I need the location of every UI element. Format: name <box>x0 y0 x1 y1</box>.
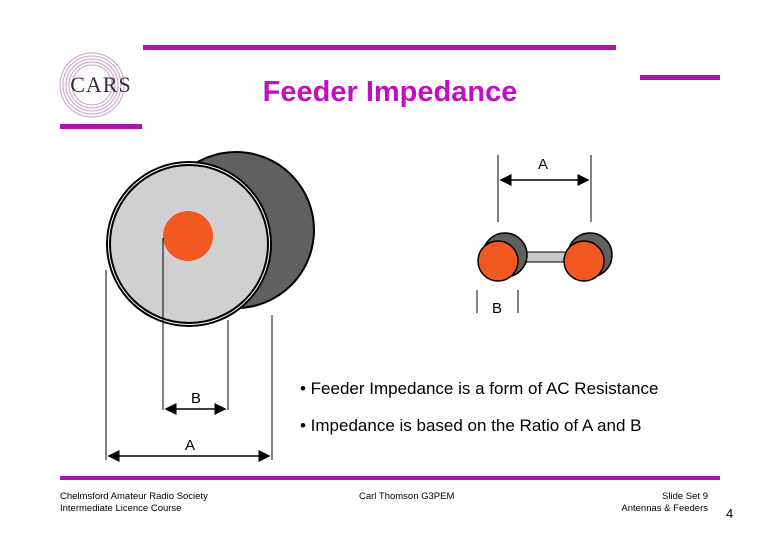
bullet-item: • Impedance is based on the Ratio of A a… <box>300 416 642 435</box>
logo-text: CARS <box>70 72 132 97</box>
twin-label-a: A <box>538 156 549 173</box>
footer-left: Chelmsford Amateur Radio Society Interme… <box>60 491 208 515</box>
page-number: 4 <box>726 506 734 521</box>
coax-label-b: B <box>191 390 202 407</box>
slide-title: Feeder Impedance <box>262 76 518 108</box>
footer-author: Carl Thomson G3PEM <box>359 491 455 502</box>
footer-course: Intermediate Licence Course <box>60 503 182 514</box>
twin-left-conductor <box>477 240 519 282</box>
coax-label-a: A <box>185 437 196 454</box>
footer-slide-set: Slide Set 9 <box>662 491 708 502</box>
coax-inner-conductor <box>163 211 213 261</box>
coax-cable-cross-section <box>105 151 315 462</box>
right-accent-bar <box>640 75 720 80</box>
footer-society: Chelmsford Amateur Radio Society <box>60 491 208 502</box>
bullet-item: • Feeder Impedance is a form of AC Resis… <box>300 379 659 398</box>
twin-right-conductor <box>563 240 605 282</box>
footer-topic: Antennas & Feeders <box>621 503 708 514</box>
top-accent-bar <box>143 45 616 50</box>
cars-logo: CARS <box>58 48 142 122</box>
twin-label-b: B <box>492 300 503 317</box>
footer-right: Slide Set 9 Antennas & Feeders <box>621 491 708 515</box>
logo-rings-icon <box>59 52 125 118</box>
footer-accent-bar <box>60 476 720 480</box>
twin-feeder-cross-section <box>476 155 613 313</box>
logo-accent-bar <box>60 124 142 129</box>
